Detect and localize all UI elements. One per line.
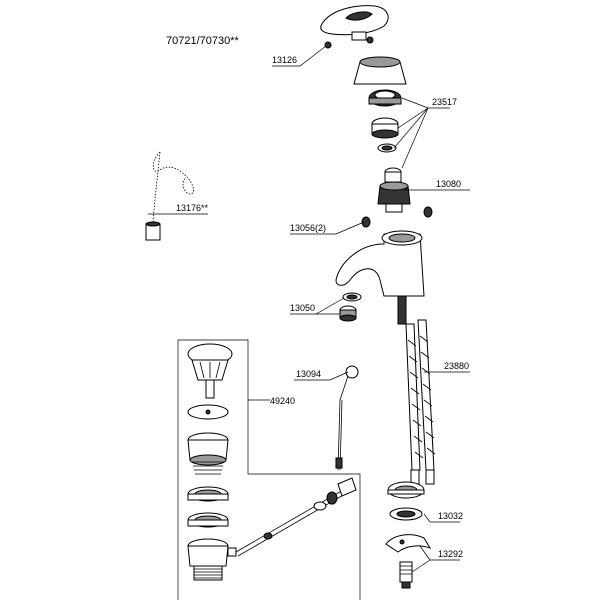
label-13032: 13032 [438,511,463,521]
flex-hoses [405,319,436,485]
pivot-rod [235,477,357,557]
aerator [339,292,362,322]
cartridge [377,167,411,213]
label-13080: 13080 [436,179,461,189]
label-13126: 13126 [272,55,297,65]
label-13292: 13292 [438,549,463,559]
nut [371,117,399,139]
label-13094: 13094 [296,369,321,379]
label-23880: 23880 [444,361,469,371]
set-screw-left [361,216,371,228]
set-screw-right [423,206,433,218]
retaining-ring-large [368,89,402,107]
drain-gasket-upper [187,486,229,502]
o-ring [377,143,397,153]
drain-flange [187,432,229,475]
leader-lines [148,45,470,573]
label-13176: 13176** [176,203,209,213]
popup-rod [335,365,359,471]
mounting-bracket [385,534,432,553]
drain-body [187,538,237,581]
mounting-washer [389,507,423,521]
drain-gasket-lower [187,512,229,528]
chain-plug [145,151,194,241]
drain-assembly-frame [177,339,361,600]
label-49240: 49240 [270,396,295,406]
handle-cap [353,56,407,85]
label-13050: 13050 [290,303,315,313]
diagram-title: 70721/70730** [166,35,240,47]
faucet-body [335,230,425,325]
stopper-washer [187,404,229,420]
drain-stopper [187,343,233,399]
mounting-gasket [387,481,425,499]
mounting-nut [399,561,413,589]
label-13056: 13056(2) [290,223,326,233]
faucet-handle [320,5,389,49]
label-23517: 23517 [432,97,457,107]
